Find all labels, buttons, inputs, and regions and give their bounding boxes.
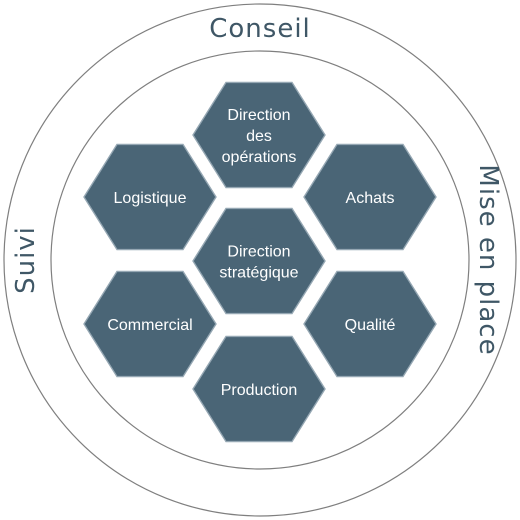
hexagon-shape [83,143,217,251]
hexagon-shape [192,335,326,443]
hexagon-qualite: Qualité [303,270,437,378]
hexagon-achats: Achats [303,143,437,251]
ring-label-left: Suivi [11,226,41,294]
ring-label-right: Mise en place [473,164,503,355]
hexagon-label: Production [221,382,298,399]
hexagon-direction-operations: Direction des opérations [192,81,326,189]
hexagon-label: Commercial [107,317,192,334]
hexagon-label: Qualité [345,317,396,334]
hexagon-label: Logistique [114,190,187,207]
hexagon-shape [192,81,326,189]
hexagon-shape [83,270,217,378]
hexagon-production: Production [192,335,326,443]
hexagon-shape [192,207,326,315]
hexagon-shape [303,143,437,251]
outer-ring [3,3,517,517]
hexagon-label: Direction [227,244,290,261]
hexagon-label: Achats [346,190,395,207]
inner-ring [50,50,470,470]
hexagon-label: stratégique [219,265,298,282]
hexagon-direction-strategique: Direction stratégique [192,207,326,315]
hexagon-label: opérations [222,149,297,166]
hexagon-commercial: Commercial [83,270,217,378]
hexagon-label: Direction [227,107,290,124]
hexagon-shape [303,270,437,378]
hexagon-label: des [246,128,272,145]
ring-label-top: Conseil [209,14,311,44]
hexagon-logistique: Logistique [83,143,217,251]
